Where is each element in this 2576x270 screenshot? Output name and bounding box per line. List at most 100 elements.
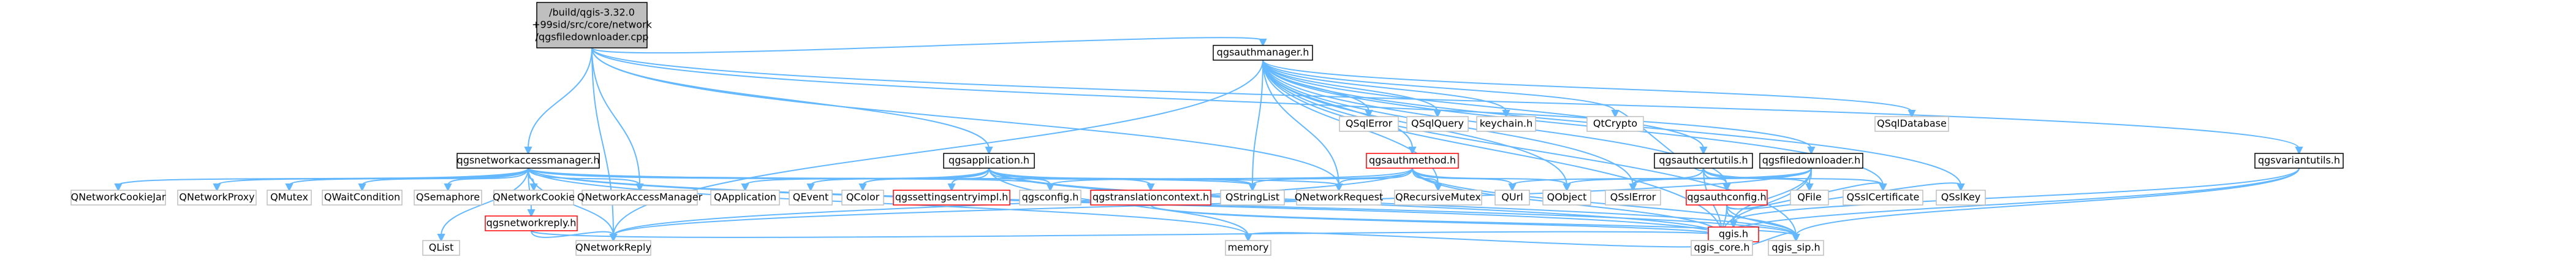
node-QtCrypto[interactable]: QtCrypto: [1586, 116, 1644, 132]
node-qgis_sip[interactable]: qgis_sip.h: [1768, 240, 1824, 256]
node-QUrl-label: QUrl: [1501, 191, 1523, 203]
node-qgsvariantutils[interactable]: qgsvariantutils.h: [2254, 153, 2344, 169]
node-qgsauthcertutils[interactable]: qgsauthcertutils.h: [1654, 153, 1753, 169]
node-qgssettingsentryimpl-box: [893, 190, 1010, 206]
arrowhead-qgsfiledownloader-to-QUrl: [1508, 183, 1517, 192]
node-QNetworkAccessManager-box: [581, 190, 698, 206]
arrowhead-qgsauthconfig-to-QSslKey: [1957, 183, 1965, 192]
arrowhead-qgsnetworkaccessmanager-to-QWaitCondition: [358, 183, 366, 192]
node-QWaitCondition-label: QWaitCondition: [324, 191, 400, 203]
edge-qgsauthcertutils-to-QSslCertificate: [1703, 168, 1884, 186]
node-qgsauthmethod[interactable]: qgsauthmethod.h: [1366, 153, 1459, 169]
node-QList-box: [422, 240, 460, 256]
node-QSslError[interactable]: QSslError: [1605, 190, 1661, 206]
node-QSslError-label: QSslError: [1610, 191, 1656, 203]
node-QApplication-box: [710, 190, 780, 206]
node-keychain-box: [1476, 116, 1536, 132]
node-qgsnetworkreply[interactable]: qgsnetworkreply.h: [485, 215, 578, 231]
arrowhead-qgsauthmanager-to-QSqlQuery: [1433, 110, 1442, 118]
node-QEvent[interactable]: QEvent: [789, 190, 833, 206]
node-qgis[interactable]: qgis.h: [1708, 226, 1759, 242]
node-QFile[interactable]: QFile: [1790, 190, 1829, 206]
node-QSqlError[interactable]: QSqlError: [1339, 116, 1399, 132]
arrowhead-qgsfiledownloader-to-QSslError: [1629, 183, 1637, 192]
node-qgis_core-box: [1691, 240, 1753, 256]
node-QNetworkRequest-box: [1296, 190, 1382, 206]
node-QNetworkReply-label: QNetworkReply: [575, 242, 651, 253]
node-qgsvariantutils-label: qgsvariantutils.h: [2258, 155, 2340, 166]
arrowhead-qgsnetworkaccessmanager-to-QNetworkProxy: [213, 183, 221, 192]
node-QSqlDatabase[interactable]: QSqlDatabase: [1874, 116, 1949, 132]
node-QObject[interactable]: QObject: [1542, 190, 1591, 206]
edge-root-to-qgsnetworkaccessmanager: [528, 47, 593, 149]
node-QWaitCondition[interactable]: QWaitCondition: [322, 190, 403, 206]
arrowhead-qgsauthmanager-to-QSqlError: [1365, 110, 1373, 118]
node-QNetworkProxy[interactable]: QNetworkProxy: [177, 190, 257, 206]
node-QSqlQuery[interactable]: QSqlQuery: [1406, 116, 1469, 132]
node-qgsauthmanager-box: [1213, 45, 1313, 61]
node-QColor[interactable]: QColor: [841, 190, 884, 206]
node-QUrl[interactable]: QUrl: [1494, 190, 1530, 206]
node-QSemaphore-box: [414, 190, 482, 206]
node-qgstranslationcontext[interactable]: qgstranslationcontext.h: [1090, 190, 1211, 206]
node-qgssettingsentryimpl[interactable]: qgssettingsentryimpl.h: [893, 190, 1010, 206]
arrowhead-qgsnetworkaccessmanager-to-QNetworkAccessManager: [635, 183, 644, 192]
node-qgsfiledownloader-box: [1759, 153, 1863, 169]
edge-qgsapplication-to-QColor: [862, 168, 990, 186]
node-qgsfiledownloader[interactable]: qgsfiledownloader.h: [1759, 153, 1863, 169]
node-QSqlError-box: [1339, 116, 1399, 132]
node-memory-box: [1225, 240, 1271, 256]
edge-qgsauthmanager-to-keychain: [1262, 60, 1507, 112]
node-qgsauthmanager[interactable]: qgsauthmanager.h: [1213, 45, 1313, 61]
node-QObject-box: [1542, 190, 1591, 206]
node-QNetworkRequest[interactable]: QNetworkRequest: [1295, 190, 1383, 206]
edge-root-to-qgsvariantutils: [591, 47, 2300, 149]
node-qgis_sip-label: qgis_sip.h: [1771, 242, 1820, 254]
node-QEvent-box: [789, 190, 833, 206]
node-QNetworkAccessManager[interactable]: QNetworkAccessManager: [577, 190, 703, 206]
node-memory[interactable]: memory: [1225, 240, 1271, 256]
node-QFile-label: QFile: [1797, 191, 1821, 203]
node-QNetworkReply[interactable]: QNetworkReply: [575, 240, 651, 256]
node-QNetworkCookieJar[interactable]: QNetworkCookieJar: [70, 190, 166, 206]
node-QMutex[interactable]: QMutex: [267, 190, 312, 206]
node-QSemaphore-label: QSemaphore: [416, 191, 480, 203]
node-qgsapplication[interactable]: qgsapplication.h: [943, 153, 1035, 169]
edge-qgsnetworkaccessmanager-to-QMutex: [289, 168, 529, 186]
arrowhead-qgsnetworkaccessmanager-to-QSemaphore: [444, 183, 452, 192]
edge-qgsauthmethod-to-QNetworkReply: [613, 168, 1413, 236]
node-QRecursiveMutex[interactable]: QRecursiveMutex: [1394, 190, 1482, 206]
edge-root-to-qgsapplication: [591, 47, 990, 149]
node-QSslCertificate[interactable]: QSslCertificate: [1843, 190, 1923, 206]
edge-qgsvariantutils-to-qgis_sip: [1795, 168, 2300, 236]
node-QNetworkCookie[interactable]: QNetworkCookie: [493, 190, 575, 206]
node-qgsauthconfig-box: [1686, 190, 1768, 206]
node-QColor-box: [841, 190, 884, 206]
arrowhead-root-to-qgsauthmanager: [1259, 39, 1267, 47]
node-root-label: +99sid/src/core/network: [532, 19, 653, 31]
node-qgsnetworkreply-box: [485, 215, 578, 231]
edge-root-to-QNetworkRequest: [591, 47, 1339, 186]
node-QSslKey-label: QSslKey: [1941, 191, 1981, 203]
node-keychain[interactable]: keychain.h: [1476, 116, 1536, 132]
edge-qgsauthmethod-to-QStringList: [1252, 168, 1413, 186]
node-qgsnetworkaccessmanager-box: [456, 153, 600, 169]
edge-qgsauthmethod-to-qgsconfig: [1050, 168, 1413, 186]
node-qgsauthconfig[interactable]: qgsauthconfig.h: [1686, 190, 1768, 206]
edge-root-to-QNetworkAccessManager: [591, 47, 640, 186]
edge-qgsauthmanager-to-QtCrypto: [1262, 60, 1616, 112]
node-qgsnetworkaccessmanager[interactable]: qgsnetworkaccessmanager.h: [456, 153, 600, 169]
arrowhead-qgsauthmanager-to-qgsauthmethod: [1408, 147, 1417, 155]
node-qgis_core[interactable]: qgis_core.h: [1691, 240, 1753, 256]
node-QNetworkProxy-label: QNetworkProxy: [179, 191, 254, 203]
node-QSemaphore[interactable]: QSemaphore: [414, 190, 482, 206]
node-qgsconfig[interactable]: qgsconfig.h: [1019, 190, 1082, 206]
node-QList[interactable]: QList: [422, 240, 460, 256]
node-QSslKey[interactable]: QSslKey: [1936, 190, 1986, 206]
node-QStringList[interactable]: QStringList: [1220, 190, 1285, 206]
edge-qgstranslationcontext-to-qgis_core: [1150, 204, 1722, 236]
node-QApplication[interactable]: QApplication: [710, 190, 780, 206]
arrowhead-qgsnetworkaccessmanager-to-QList: [437, 234, 445, 242]
node-qgsauthmethod-box: [1366, 153, 1459, 169]
arrowhead-qgsapplication-to-QApplication: [741, 183, 749, 192]
